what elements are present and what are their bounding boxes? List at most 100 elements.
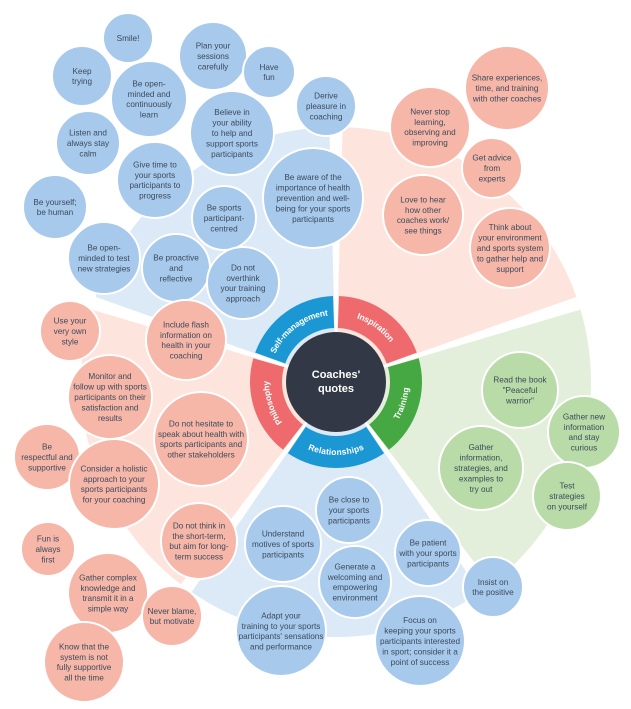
- quote-text-line: Plan your: [196, 42, 231, 51]
- quote-text-line: observing and: [404, 128, 456, 137]
- quote-text-line: approach: [226, 295, 261, 304]
- quote-bubble: Be yourself;be human: [22, 174, 88, 240]
- quote-text-line: the short-term,: [172, 532, 225, 541]
- quote-bubble-circle: [235, 585, 327, 677]
- quote-text-line: Gather new: [563, 412, 605, 421]
- quote-bubble-circle: [20, 521, 76, 577]
- quote-bubble-circle: [438, 425, 524, 511]
- quote-bubble-circle: [191, 185, 257, 251]
- quote-text-line: Listen and: [69, 129, 107, 138]
- quote-text-line: warrior": [505, 396, 534, 405]
- quote-text-line: fully supportive: [57, 663, 112, 672]
- quote-text-line: Consider a holistic: [81, 464, 148, 473]
- quote-text-line: follow up with sports: [73, 383, 147, 392]
- quote-text-line: try out: [470, 485, 493, 494]
- quote-text-line: Gather: [468, 443, 493, 452]
- quote-text-line: keeping your sports: [384, 627, 455, 636]
- quote-text-line: examples to: [459, 474, 504, 483]
- segment-training: [369, 358, 422, 450]
- quote-text-line: first: [41, 555, 55, 564]
- quote-text-line: point of success: [391, 658, 450, 667]
- quote-bubble-circle: [374, 595, 466, 687]
- quote-text-line: minded and: [128, 90, 171, 99]
- quote-text-line: Be aware of the: [284, 173, 342, 182]
- quote-text-line: to gather help and: [477, 254, 543, 263]
- quote-text-line: Test: [559, 482, 575, 491]
- quote-text-line: simple way: [88, 605, 129, 614]
- quote-bubble-circle: [189, 90, 275, 176]
- quote-text-line: and sports system: [477, 244, 544, 253]
- quote-text-line: sessions: [197, 52, 229, 61]
- hub-title-line-2: quotes: [318, 383, 354, 395]
- quote-text-line: your sports: [329, 506, 370, 515]
- quote-bubble-circle: [464, 45, 550, 131]
- quote-text-line: centred: [210, 224, 238, 233]
- quote-text-line: participants: [211, 150, 253, 159]
- quote-text-line: how other: [405, 206, 441, 215]
- quote-text-line: Give time to: [133, 160, 177, 169]
- quote-text-line: sports participants and: [160, 440, 243, 449]
- quote-text-line: Fun is: [37, 535, 59, 544]
- quote-text-line: calm: [79, 149, 96, 158]
- quote-text-line: Be proactive: [153, 254, 199, 263]
- quote-text-line: Read the book: [493, 376, 547, 385]
- quote-bubble-circle: [160, 502, 238, 580]
- segment-inspiration: [337, 296, 417, 364]
- quote-bubble-circle: [389, 86, 471, 168]
- quote-text-line: Do not hesitate to: [169, 419, 234, 428]
- quote-text-line: experts: [479, 174, 506, 183]
- quote-bubble-circle: [461, 137, 523, 199]
- quote-bubble-circle: [532, 461, 602, 531]
- quote-text-line: term success: [175, 553, 223, 562]
- quote-text-line: other stakeholders: [167, 451, 234, 460]
- quote-text-line: Understand: [262, 530, 305, 539]
- quote-text-line: importance of health: [276, 184, 351, 193]
- hub-circle: [286, 332, 386, 432]
- quote-text-line: coaching: [310, 112, 343, 121]
- quote-text-line: and performance: [250, 643, 312, 652]
- quote-bubble-circle: [262, 147, 364, 249]
- quote-text-line: Use your: [54, 317, 87, 326]
- quote-bubble-circle: [178, 21, 248, 91]
- quote-text-line: new strategies: [78, 264, 131, 273]
- quote-text-line: trying: [72, 77, 92, 86]
- quote-text-line: support sports: [206, 139, 258, 148]
- quote-text-line: transmit it in a: [83, 594, 134, 603]
- quote-bubble-circle: [67, 221, 141, 295]
- quote-text-line: participants to: [130, 181, 181, 190]
- quote-text-line: "Peaceful: [503, 386, 538, 395]
- quote-text-line: information,: [460, 454, 503, 463]
- quote-text-line: motives of sports: [252, 540, 314, 549]
- quote-text-line: with your sports: [398, 549, 456, 558]
- quote-text-line: Be yourself;: [33, 198, 76, 207]
- quote-text-line: prevention and well-: [276, 194, 350, 203]
- quote-bubble-circle: [67, 552, 149, 634]
- quote-text-line: curious: [571, 444, 597, 453]
- quote-text-line: participants interested: [380, 637, 461, 646]
- quote-text-line: Derive: [314, 92, 338, 101]
- quote-bubble-circle: [145, 299, 227, 381]
- quote-text-line: participants on their: [74, 393, 146, 402]
- quote-bubble-circle: [51, 45, 113, 107]
- quote-text-line: overthink: [226, 274, 260, 283]
- quote-text-line: the positive: [472, 588, 514, 597]
- quote-text-line: Be patient: [410, 539, 448, 548]
- quote-text-line: but aim for long-: [169, 542, 228, 551]
- quote-text-line: participants: [262, 550, 304, 559]
- quote-text-line: on yourself: [547, 502, 588, 511]
- quote-text-line: in sport; consider it a: [382, 647, 458, 656]
- quote-text-line: very own: [54, 327, 87, 336]
- quote-text-line: style: [62, 337, 79, 346]
